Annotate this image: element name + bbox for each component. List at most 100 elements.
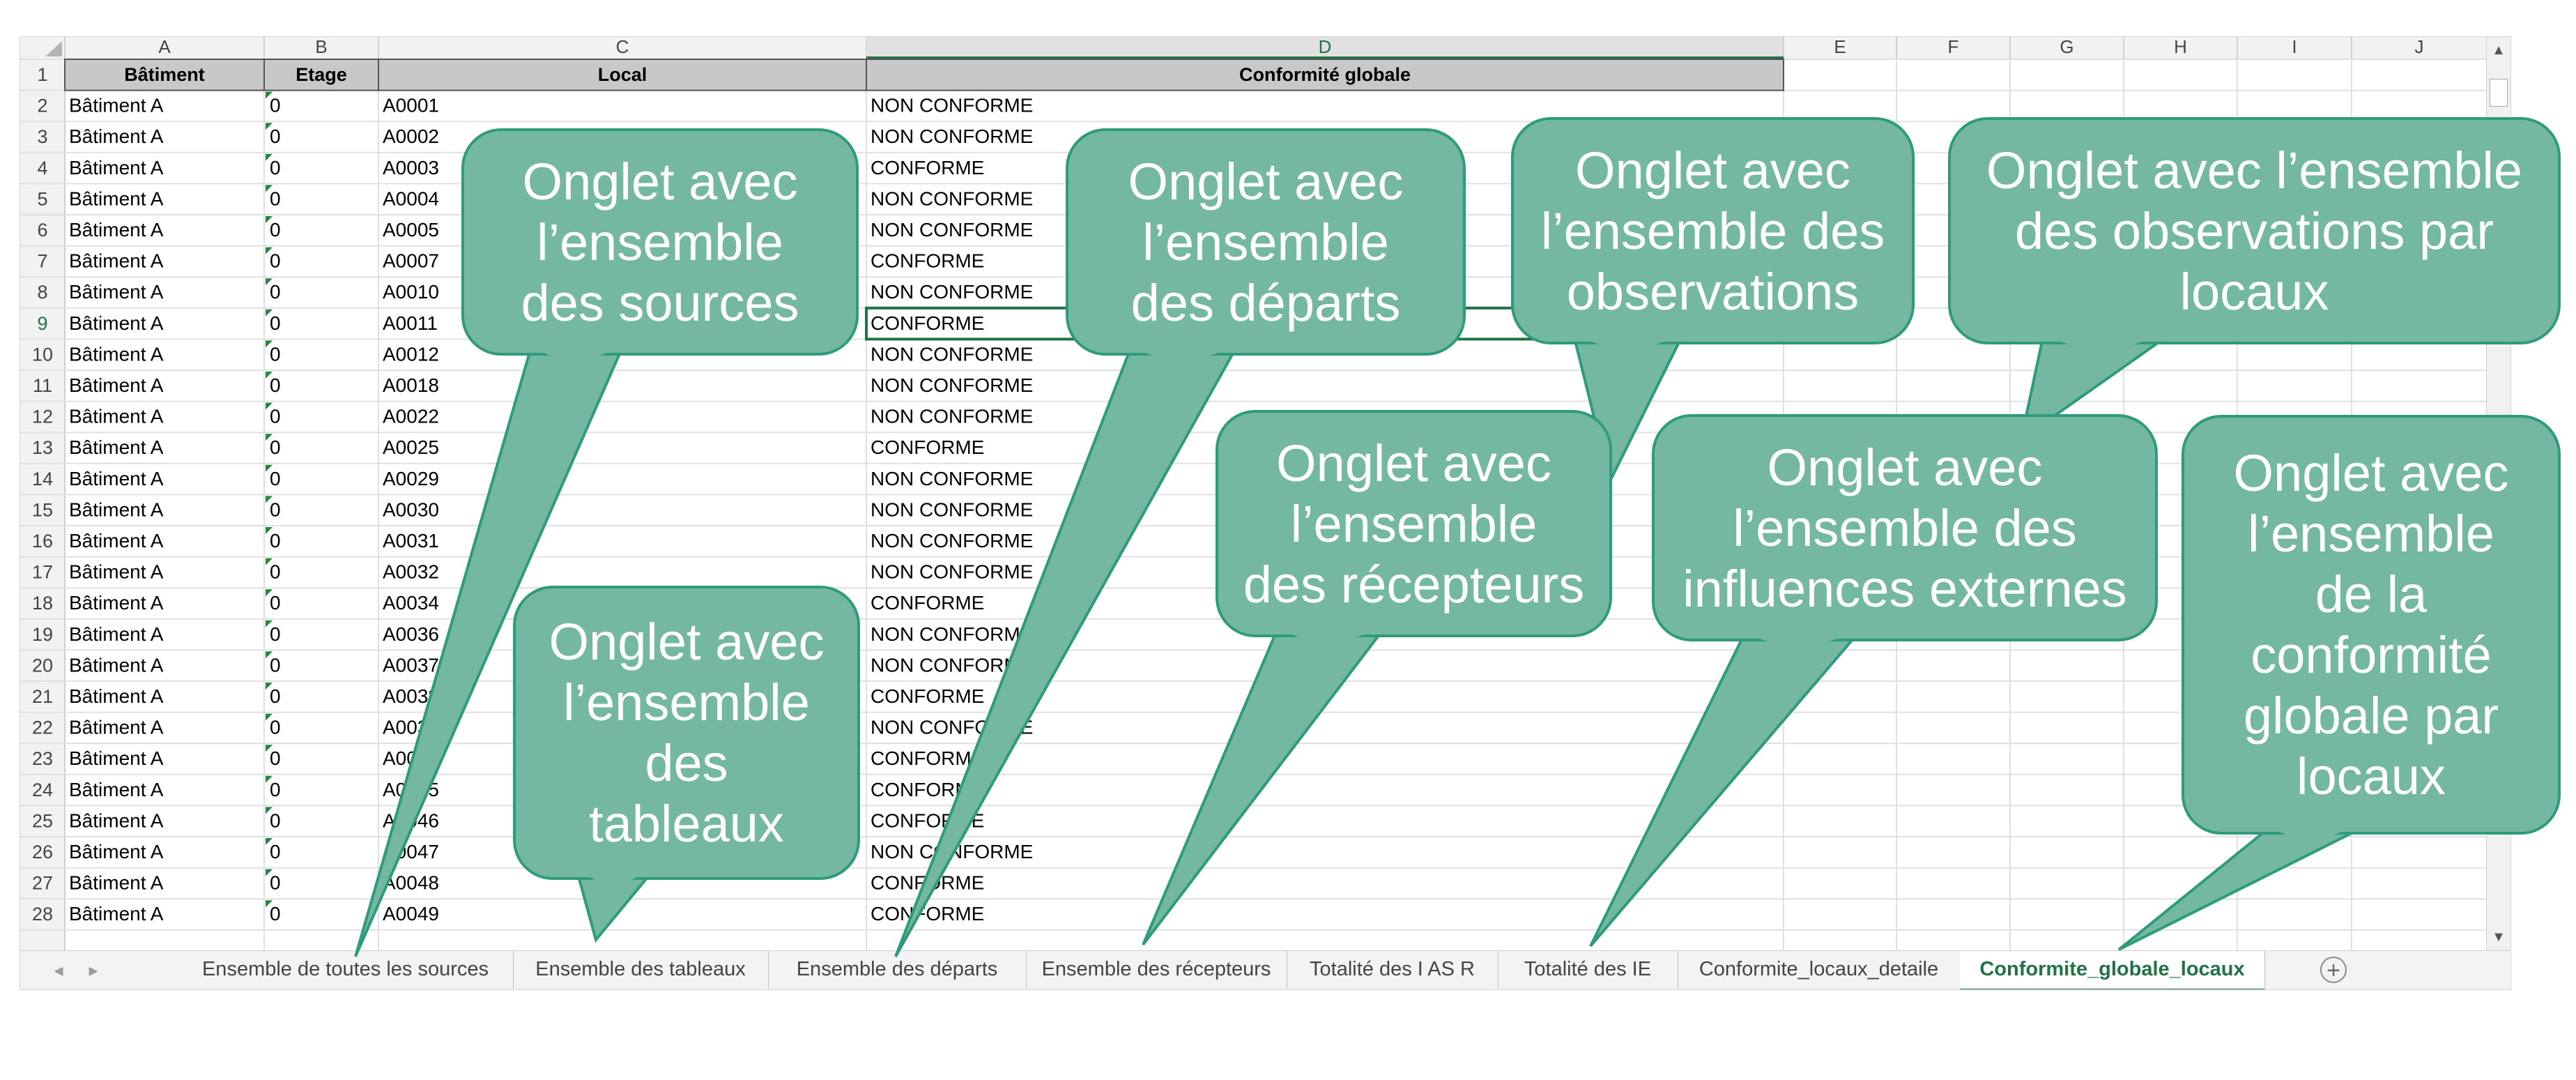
cell-local: A0003 [383, 157, 439, 178]
row-header-gutter [20, 59, 65, 950]
row-number: 20 [32, 655, 53, 676]
number-as-text-indicator-icon [266, 309, 273, 317]
number-as-text-indicator-icon [266, 620, 273, 628]
sheet-tab[interactable]: Ensemble des récepteurs [1026, 951, 1287, 989]
select-all-icon [45, 41, 62, 56]
cell-local: A0030 [383, 499, 439, 520]
cell-conformite: CONFORME [871, 809, 984, 831]
number-as-text-indicator-icon [266, 402, 273, 410]
cell-conformite: NON CONFORME [871, 841, 1033, 862]
cell-etage: 0 [270, 841, 281, 862]
row-number: 28 [32, 904, 53, 925]
number-as-text-indicator-icon [266, 123, 273, 130]
cell-conformite: NON CONFORME [871, 654, 1033, 676]
cell-conformite: NON CONFORME [871, 374, 1033, 396]
cell-etage: 0 [270, 468, 281, 489]
cell-conformite: NON CONFORME [871, 530, 1033, 552]
cell-etage: 0 [270, 281, 281, 303]
number-as-text-indicator-icon [266, 527, 273, 534]
cell-etage: 0 [270, 779, 281, 800]
number-as-text-indicator-icon [266, 558, 273, 565]
sheet-tab[interactable]: Ensemble des départs [768, 951, 1027, 989]
cell-conformite: NON CONFORME [871, 468, 1033, 489]
cell-batiment: Bâtiment A [69, 592, 164, 614]
number-as-text-indicator-icon [266, 869, 273, 876]
cell-batiment: Bâtiment A [69, 809, 164, 831]
cell-conformite: NON CONFORME [871, 499, 1033, 520]
column-letter: I [2292, 37, 2297, 57]
cell-local: A0005 [383, 219, 439, 241]
cell-local: A0045 [383, 779, 439, 800]
row-number: 26 [32, 842, 53, 862]
cell-etage: 0 [270, 374, 281, 396]
row-number: 15 [32, 499, 53, 520]
cell-etage: 0 [270, 219, 281, 241]
cell-batiment: Bâtiment A [69, 841, 164, 862]
tab-scroll-right-icon[interactable]: ▸ [89, 959, 98, 980]
number-as-text-indicator-icon [266, 185, 273, 192]
row-number: 12 [32, 406, 53, 427]
row-number: 1 [37, 64, 47, 85]
row-number: 10 [32, 344, 53, 365]
row-number: 2 [37, 96, 47, 116]
row-number: 5 [37, 188, 47, 209]
cell-etage: 0 [270, 250, 281, 272]
cell-etage: 0 [270, 126, 281, 147]
arrow-down-icon[interactable]: ▼ [2492, 929, 2506, 945]
number-as-text-indicator-icon [266, 900, 273, 908]
number-as-text-indicator-icon [266, 278, 273, 286]
number-as-text-indicator-icon [266, 651, 273, 659]
sheet-tab[interactable]: Ensemble de toutes les sources [178, 951, 514, 989]
cell-conformite: CONFORME [871, 872, 984, 894]
cell-local: A0012 [383, 343, 439, 365]
cell-local: A0011 [383, 312, 438, 334]
cell-local: A0044 [383, 747, 439, 769]
cell-batiment: Bâtiment A [69, 250, 164, 272]
header-cell: Conformité globale [1239, 64, 1411, 85]
cell-etage: 0 [270, 685, 281, 707]
callout-text: Onglet avec l’ensemble des tableaux [549, 613, 825, 853]
cell-etage: 0 [270, 623, 281, 645]
cell-batiment: Bâtiment A [69, 561, 164, 583]
cell-etage: 0 [270, 499, 281, 520]
cell-local: A0032 [383, 561, 439, 583]
column-letter: G [2060, 37, 2073, 57]
cell-batiment: Bâtiment A [69, 312, 164, 334]
cell-local: A0049 [383, 903, 439, 925]
cell-local: A0018 [383, 374, 439, 396]
sheet-tab[interactable]: Totalité des IE [1498, 951, 1678, 989]
row-number: 9 [37, 313, 47, 334]
cell-etage: 0 [270, 592, 281, 614]
sheet-tab[interactable]: Ensemble des tableaux [513, 951, 769, 989]
sheet-tab[interactable]: Conformite_locaux_detaile [1678, 951, 1961, 989]
row-number: 19 [32, 624, 53, 645]
cell-local: A0034 [383, 592, 439, 614]
number-as-text-indicator-icon [266, 434, 273, 441]
scrollbar-thumb[interactable] [2490, 79, 2508, 107]
cell-etage: 0 [270, 406, 281, 427]
header-cell: Local [598, 64, 647, 85]
cell-batiment: Bâtiment A [69, 126, 164, 147]
row-number: 8 [37, 282, 47, 303]
cell-local: A0031 [383, 530, 439, 552]
cell-conformite: CONFORME [871, 250, 984, 272]
cell-conformite: CONFORME [871, 903, 984, 925]
cell-batiment: Bâtiment A [69, 374, 164, 396]
fill-handle [1780, 335, 1787, 343]
row-number: 6 [37, 220, 47, 241]
arrow-up-icon[interactable]: ▲ [2492, 43, 2506, 58]
cell-local: A0039 [383, 717, 439, 738]
sheet-tab[interactable]: Conformite_globale_locaux [1960, 951, 2265, 989]
sheet-tab[interactable]: Totalité des I AS R [1287, 951, 1498, 989]
column-letter: C [616, 37, 629, 57]
cell-local: A0047 [383, 841, 439, 862]
row-number: 14 [32, 469, 53, 489]
cell-etage: 0 [270, 872, 281, 894]
tab-scroll-left-icon[interactable]: ◂ [54, 959, 63, 980]
number-as-text-indicator-icon [266, 683, 273, 690]
number-as-text-indicator-icon [266, 775, 273, 783]
number-as-text-indicator-icon [266, 496, 273, 503]
cell-batiment: Bâtiment A [69, 188, 164, 209]
plus-circle-icon[interactable]: + [2320, 957, 2347, 983]
